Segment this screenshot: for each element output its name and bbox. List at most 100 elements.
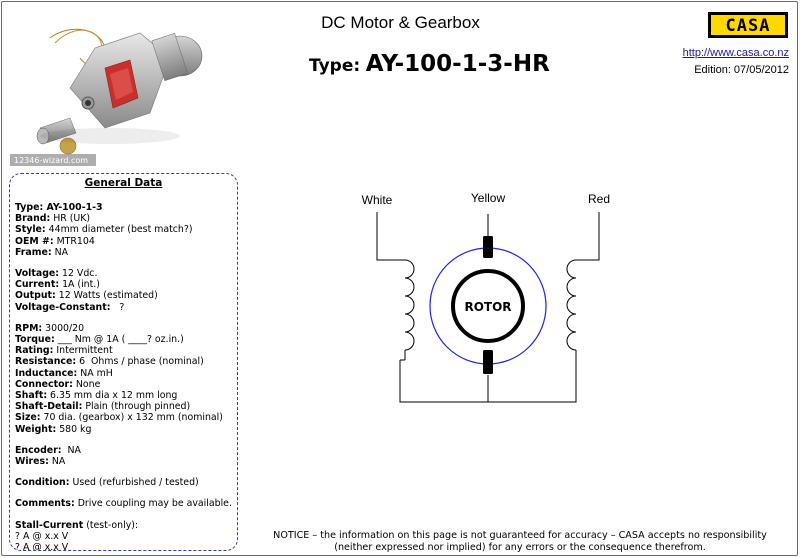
- spec-label: Weight:: [15, 423, 57, 435]
- spec-value: (test-only):: [86, 519, 139, 531]
- spec-label: Encoder:: [15, 444, 62, 456]
- spec-row: Voltage-Constant: ?: [15, 302, 232, 313]
- spec-value: Intermittent: [56, 345, 113, 357]
- wiring-diagram: White Yellow Red ROTOR: [362, 191, 610, 403]
- group-spacer: [15, 313, 232, 323]
- spec-row: Size: 70 dia. (gearbox) x 132 mm (nomina…: [15, 412, 232, 423]
- spec-label: Brand:: [15, 213, 51, 225]
- group-spacer: [15, 258, 232, 268]
- spec-row: Comments: Drive coupling may be availabl…: [15, 498, 232, 509]
- spec-value: NA mH: [80, 367, 113, 379]
- spec-value: ? A @ x.x V: [15, 542, 69, 551]
- spec-row: Rating: Intermittent: [15, 345, 232, 356]
- spec-label: Connector:: [15, 378, 73, 390]
- spec-label: Style:: [15, 224, 46, 236]
- spec-row: Condition: Used (refurbished / tested): [15, 477, 232, 488]
- spec-row: Encoder: NA: [15, 445, 232, 456]
- spec-value: ? A @ x.x V: [15, 530, 69, 542]
- group-spacer: [15, 488, 232, 498]
- spec-label: Torque:: [15, 334, 55, 346]
- spec-row: Shaft-Detail: Plain (through pinned): [15, 401, 232, 412]
- spec-row: Connector: None: [15, 379, 232, 390]
- type-heading: Type: AY-100-1-3-HR: [309, 51, 550, 77]
- wire-label-red: Red: [588, 192, 610, 206]
- spec-row: Type: AY-100-1-3: [15, 202, 232, 213]
- spec-value: 12 Vdc.: [62, 268, 98, 280]
- spec-row: Weight: 580 kg: [15, 424, 232, 435]
- page-title: DC Motor & Gearbox: [321, 13, 480, 32]
- spec-label: Size:: [15, 412, 41, 424]
- wire-label-white: White: [362, 193, 393, 207]
- field-coil-left: [404, 259, 415, 351]
- brush-bottom: [483, 350, 493, 374]
- spec-value: 3000/20: [45, 322, 85, 334]
- spec-value: NA: [54, 246, 69, 258]
- spec-label: Condition:: [15, 477, 70, 489]
- spec-label: Comments:: [15, 498, 75, 510]
- spec-row: Inductance: NA mH: [15, 368, 232, 379]
- disclaimer-notice: NOTICE – the information on this page is…: [250, 530, 790, 554]
- spec-row: RPM: 3000/20: [15, 323, 232, 334]
- spec-row: Style: 44mm diameter (best match?): [15, 224, 232, 235]
- spec-value: 70 dia. (gearbox) x 132 mm (nominal): [43, 412, 223, 424]
- spec-value: ?: [113, 301, 125, 313]
- spec-label: Type: AY-100-1-3: [15, 202, 103, 213]
- spec-row: Shaft: 6.35 mm dia x 12 mm long: [15, 390, 232, 401]
- general-data-title: General Data: [84, 177, 163, 189]
- spec-row: Frame: NA: [15, 247, 232, 258]
- spec-value: MTR104: [56, 235, 95, 247]
- spec-row: Voltage: 12 Vdc.: [15, 268, 232, 279]
- photo-watermark: 12346-wizard.com: [14, 156, 88, 165]
- website-link[interactable]: http://www.casa.co.nz: [682, 47, 789, 59]
- spec-label: RPM:: [15, 322, 43, 334]
- field-coil-right: [566, 259, 577, 351]
- spec-label: Shaft:: [15, 390, 48, 402]
- spec-value: 1A (int.): [62, 279, 100, 291]
- spec-row: Current: 1A (int.): [15, 279, 232, 290]
- spec-value: 580 kg: [59, 423, 92, 435]
- spec-value: Drive coupling may be available.: [77, 498, 232, 510]
- spec-label: Wires:: [15, 456, 49, 468]
- spec-row: Resistance: 6 Ohms / phase (nominal): [15, 356, 232, 367]
- spec-label: OEM #:: [15, 235, 54, 247]
- spec-row: Brand: HR (UK): [15, 213, 232, 224]
- spec-value: HR (UK): [53, 213, 91, 225]
- wire-label-yellow: Yellow: [471, 191, 506, 205]
- motor-photo: 12346-wizard.com: [10, 28, 203, 166]
- rotor-label: ROTOR: [464, 300, 511, 314]
- spec-label: Output:: [15, 290, 56, 302]
- spec-row: Stall-Current (test-only):: [15, 520, 232, 531]
- spec-row: Output: 12 Watts (estimated): [15, 290, 232, 301]
- spec-row: ? A @ x.x V: [15, 542, 232, 551]
- logo-text: CASA: [726, 16, 771, 36]
- spec-value: Plain (through pinned): [85, 401, 191, 413]
- spec-value: ___ Nm @ 1A ( ____? oz.in.): [57, 334, 184, 346]
- spec-label: Voltage-Constant:: [15, 301, 111, 313]
- type-value: AY-100-1-3-HR: [365, 51, 550, 77]
- casa-logo: CASA: [708, 12, 788, 38]
- spec-value: 6.35 mm dia x 12 mm long: [50, 390, 178, 402]
- spec-label: Rating:: [15, 345, 54, 357]
- notice-line-2: (neither expressed nor implied) for any …: [334, 542, 706, 553]
- brush-top: [483, 236, 493, 258]
- spec-value: None: [75, 378, 101, 390]
- rotor-circle: [451, 269, 525, 343]
- spec-row: ? A @ x.x V: [15, 531, 232, 542]
- group-spacer: [15, 467, 232, 477]
- spec-label: Shaft-Detail:: [15, 401, 83, 413]
- spec-value: 6 Ohms / phase (nominal): [79, 356, 204, 368]
- spec-row: Torque: ___ Nm @ 1A ( ____? oz.in.): [15, 334, 232, 345]
- spec-value: NA: [51, 456, 66, 468]
- spec-value: Used (refurbished / tested): [72, 477, 199, 489]
- spec-value: 12 Watts (estimated): [58, 290, 158, 302]
- spec-label: Stall-Current: [15, 519, 84, 531]
- spec-row: OEM #: MTR104: [15, 236, 232, 247]
- type-label: Type:: [309, 56, 361, 76]
- notice-line-1: NOTICE – the information on this page is…: [273, 530, 767, 541]
- spec-label: Resistance:: [15, 356, 77, 368]
- edition-date: Edition: 07/05/2012: [694, 64, 789, 76]
- spec-label: Voltage:: [15, 268, 60, 280]
- spec-label: Inductance:: [15, 367, 78, 379]
